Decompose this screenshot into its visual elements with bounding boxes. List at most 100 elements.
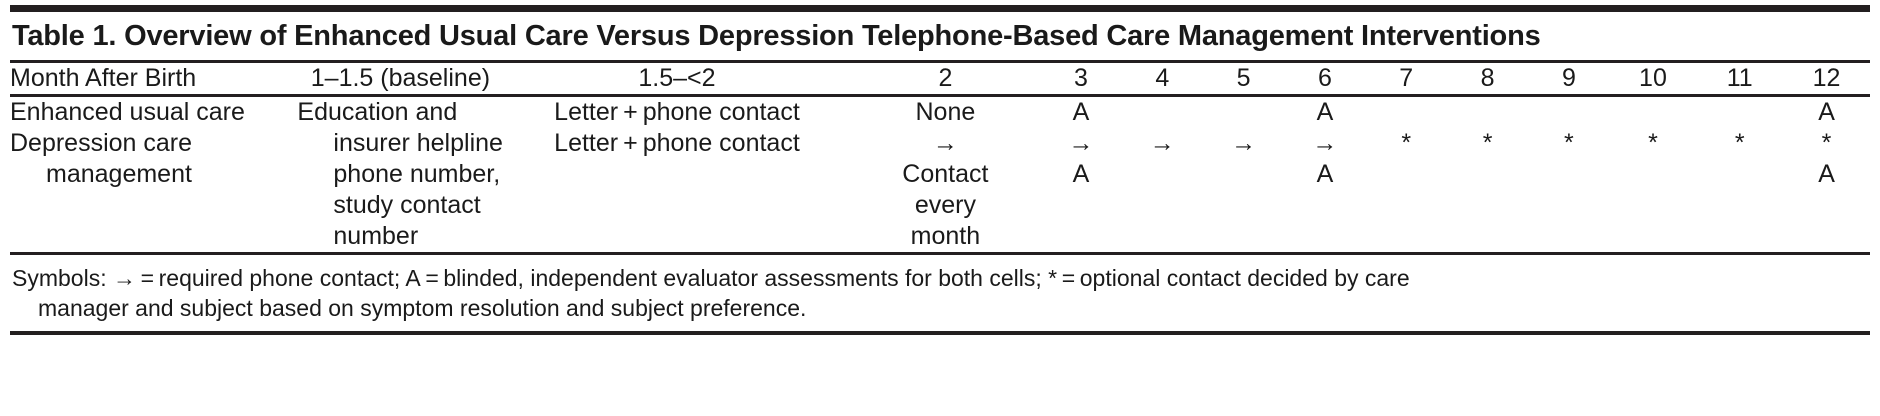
table-bottom-rule <box>10 331 1870 335</box>
table-row: study contact every <box>10 190 1870 221</box>
header-col-month-12: 12 <box>1812 64 1841 92</box>
header-col-month-5: 5 <box>1236 64 1251 92</box>
cell-month6-r5 <box>1284 221 1365 252</box>
cell-month7-r3 <box>1366 159 1447 190</box>
cell-month6-r3: A <box>1316 160 1334 188</box>
cell-month12-r1: A <box>1818 98 1835 126</box>
cell-month7-r4 <box>1366 190 1447 221</box>
row-label-depression-care: Depression care <box>10 129 193 157</box>
cell-month6-r4 <box>1284 190 1365 221</box>
cell-month10-r4 <box>1610 190 1697 221</box>
header-col-1p5-to-2: 1.5–<2 <box>638 64 716 92</box>
cell-baseline-r3: phone number, <box>333 160 501 188</box>
cell-month3-r1: A <box>1072 98 1090 126</box>
cell-month5-r2: → <box>1231 129 1257 157</box>
cell-baseline-r4: study contact <box>333 191 481 219</box>
cell-month7-r1 <box>1366 97 1447 128</box>
row-label-enhanced-usual-care: Enhanced usual care <box>10 98 245 126</box>
cell-month2-r1: None <box>915 98 976 126</box>
header-col-month-3: 3 <box>1073 64 1088 92</box>
cell-month7-r2: * <box>1401 129 1412 157</box>
footnote-line-2: manager and subject based on symptom res… <box>38 295 807 321</box>
header-col-month-6: 6 <box>1317 64 1332 92</box>
cell-month12-r3: A <box>1818 160 1835 188</box>
row-label-r4 <box>10 190 297 221</box>
cell-month9-r1 <box>1528 97 1609 128</box>
data-table-body: Enhanced usual care Education and Letter… <box>10 97 1870 252</box>
cell-month10-r1 <box>1610 97 1697 128</box>
cell-month12-r2: * <box>1821 129 1832 157</box>
header-bottom-rule <box>10 94 1870 97</box>
header-col-month-10: 10 <box>1639 64 1667 92</box>
cell-baseline-r5: number <box>333 222 419 250</box>
cell-month11-r4 <box>1696 190 1783 221</box>
cell-month3-r4 <box>1040 190 1121 221</box>
table-top-rule <box>10 5 1870 12</box>
table-figure: Table 1. Overview of Enhanced Usual Care… <box>0 5 1880 416</box>
cell-month3-r3: A <box>1072 160 1090 188</box>
cell-month3-r5 <box>1040 221 1121 252</box>
table-title: Table 1. Overview of Enhanced Usual Care… <box>12 20 1541 52</box>
cell-month4-r2: → <box>1149 129 1175 157</box>
cell-month4-r4 <box>1122 190 1203 221</box>
cell-month5-r4 <box>1203 190 1284 221</box>
header-col-baseline: 1–1.5 (baseline) <box>310 64 491 92</box>
cell-month5-r5 <box>1203 221 1284 252</box>
cell-month5-r3 <box>1203 159 1284 190</box>
cell-month8-r2: * <box>1482 129 1493 157</box>
row-label-r5 <box>10 221 297 252</box>
table-row: Depression care insurer helpline Letter … <box>10 128 1870 159</box>
cell-month8-r1 <box>1447 97 1528 128</box>
cell-month4-r5 <box>1122 221 1203 252</box>
table-header-row: Month After Birth 1–1.5 (baseline) 1.5–<… <box>10 63 1870 94</box>
cell-month2-r2: → <box>932 129 958 157</box>
cell-month2-r3: Contact <box>902 160 989 188</box>
cell-month12-r5 <box>1783 221 1870 252</box>
table-row: number month <box>10 221 1870 252</box>
cell-month6-r2: → <box>1312 129 1338 157</box>
cell-month9-r3 <box>1528 159 1609 190</box>
cell-month10-r5 <box>1610 221 1697 252</box>
cell-month4-r3 <box>1122 159 1203 190</box>
cell-month12-r4 <box>1783 190 1870 221</box>
header-col-month-9: 9 <box>1561 64 1576 92</box>
cell-month8-r5 <box>1447 221 1528 252</box>
cell-pre2-r1: Letter + phone contact <box>554 98 800 126</box>
cell-month11-r1 <box>1696 97 1783 128</box>
cell-month5-r1 <box>1203 97 1284 128</box>
header-col-month-11: 11 <box>1726 64 1753 92</box>
cell-month6-r1: A <box>1316 98 1334 126</box>
table-row: Enhanced usual care Education and Letter… <box>10 97 1870 128</box>
cell-month11-r5 <box>1696 221 1783 252</box>
table-footnote: Symbols: → = required phone contact; A =… <box>10 255 1870 331</box>
header-col-month-2: 2 <box>938 64 953 92</box>
cell-pre2-r3 <box>503 159 850 190</box>
cell-pre2-r4 <box>503 190 850 221</box>
cell-month8-r3 <box>1447 159 1528 190</box>
cell-month10-r2: * <box>1648 129 1658 157</box>
body-bottom-rule <box>10 252 1870 255</box>
cell-month2-r5: month <box>910 222 981 250</box>
cell-month9-r4 <box>1528 190 1609 221</box>
header-row-label: Month After Birth <box>10 64 197 92</box>
cell-month11-r3 <box>1696 159 1783 190</box>
cell-month10-r3 <box>1610 159 1697 190</box>
header-col-month-8: 8 <box>1480 64 1495 92</box>
row-label-management: management <box>46 160 192 188</box>
table-row: management phone number, Contact A A A <box>10 159 1870 190</box>
cell-month4-r1 <box>1122 97 1203 128</box>
cell-month9-r5 <box>1528 221 1609 252</box>
cell-baseline-r1: Education and <box>297 98 458 126</box>
footnote-line-1: Symbols: → = required phone contact; A =… <box>12 265 1410 291</box>
cell-month8-r4 <box>1447 190 1528 221</box>
cell-baseline-r2: insurer helpline <box>333 129 503 157</box>
cell-month9-r2: * <box>1564 129 1574 157</box>
header-col-month-4: 4 <box>1155 64 1170 92</box>
cell-month7-r5 <box>1366 221 1447 252</box>
cell-pre2-r2: Letter + phone contact <box>554 129 800 157</box>
header-col-month-7: 7 <box>1399 64 1414 92</box>
title-bottom-rule <box>10 60 1870 63</box>
data-table: Month After Birth 1–1.5 (baseline) 1.5–<… <box>10 63 1870 94</box>
cell-month11-r2: * <box>1734 129 1745 157</box>
cell-month2-r4: every <box>914 191 976 219</box>
